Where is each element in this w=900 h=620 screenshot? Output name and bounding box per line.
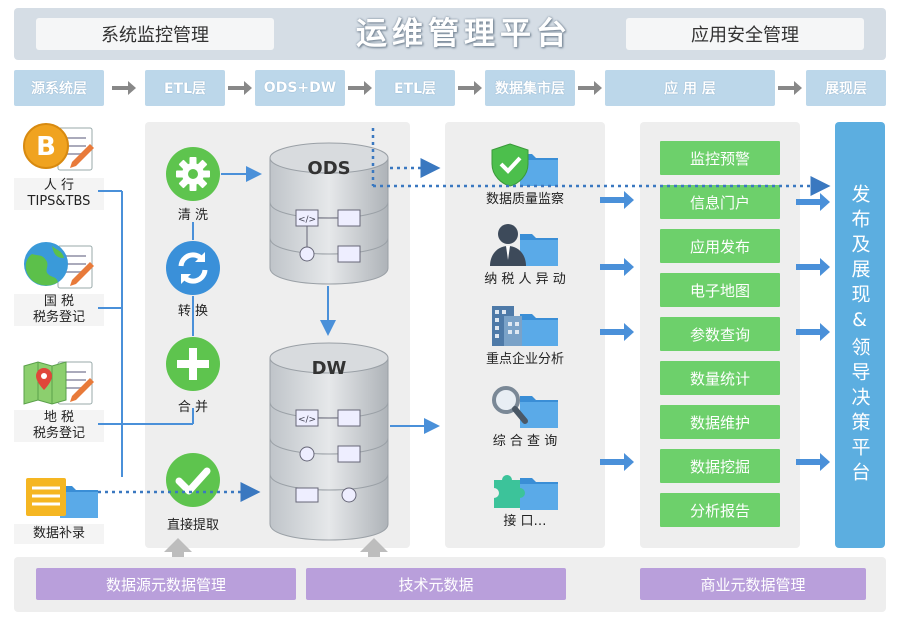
layer-ods-dw: ODS+DW [255, 70, 345, 106]
arrow-right-icon [578, 81, 602, 95]
app-publish-button[interactable]: 应用发布 [660, 229, 780, 263]
layer-source: 源系统层 [14, 70, 104, 106]
app-emap-button[interactable]: 电子地图 [660, 273, 780, 307]
puzzle-folder-icon [494, 475, 558, 510]
svg-text:B: B [36, 132, 56, 162]
source-label-data-entry: 数据补录 [14, 524, 104, 544]
mart-label-interface: 接 口… [503, 514, 547, 529]
source-label-local-tax: 地 税 税务登记 [14, 410, 104, 442]
gear-icon [166, 147, 220, 201]
app-analysis-report-button[interactable]: 分析报告 [660, 493, 780, 527]
dw-database: </> DW [268, 342, 390, 542]
page-title: 运维管理平台 [356, 16, 572, 52]
arrow-right-icon [778, 81, 802, 95]
business-metadata-button[interactable]: 商业元数据管理 [640, 568, 866, 600]
globe-document-icon [24, 242, 94, 289]
layer-application: 应 用 层 [605, 70, 775, 106]
person-folder-icon [490, 224, 558, 266]
dw-label: DW [311, 358, 347, 379]
app-statistics-button[interactable]: 数量统计 [660, 361, 780, 395]
source-sub: 税务登记 [32, 310, 85, 325]
layer-presentation: 展现层 [806, 70, 886, 106]
source-sub: TIPS&TBS [27, 194, 91, 209]
etl-clean-label: 清 洗 [177, 208, 209, 223]
source-label-national-tax: 国 税 税务登记 [14, 294, 104, 326]
source-name: 地 税 [43, 410, 75, 425]
source-name: 人 行 [43, 178, 75, 193]
source-sub: 税务登记 [32, 426, 85, 441]
building-folder-icon [492, 306, 558, 346]
arrow-right-icon [348, 81, 372, 95]
ods-database: </> ODS [268, 142, 390, 286]
source-name: 国 税 [43, 294, 75, 309]
ods-label: ODS [307, 158, 351, 179]
etl-merge-label: 合 并 [177, 400, 209, 415]
mart-label-query: 综 合 查 询 [492, 434, 558, 449]
app-param-query-button[interactable]: 参数查询 [660, 317, 780, 351]
svg-text:</>: </> [298, 415, 316, 425]
source-label-pboc: 人 行 TIPS&TBS [14, 178, 104, 210]
map-document-icon [23, 361, 94, 405]
app-data-maintenance-button[interactable]: 数据维护 [660, 405, 780, 439]
layer-etl-2: ETL层 [375, 70, 455, 106]
arrow-right-icon [458, 81, 482, 95]
etl-extract-label: 直接提取 [166, 518, 219, 533]
mart-label-enterprise: 重点企业分析 [485, 352, 564, 367]
app-info-portal-button[interactable]: 信息门户 [660, 185, 780, 219]
tech-metadata-button[interactable]: 技术元数据 [306, 568, 566, 600]
database-cylinder-icon: </> [269, 142, 389, 285]
list-folder-icon [26, 478, 98, 518]
system-monitor-button[interactable]: 系统监控管理 [36, 18, 274, 50]
arrow-right-icon [228, 81, 252, 95]
mart-label-quality: 数据质量监察 [485, 192, 564, 207]
app-data-mining-button[interactable]: 数据挖掘 [660, 449, 780, 483]
shield-folder-icon [491, 143, 558, 187]
app-monitor-alert-button[interactable]: 监控预警 [660, 141, 780, 175]
app-security-button[interactable]: 应用安全管理 [626, 18, 864, 50]
svg-text:</>: </> [298, 215, 316, 225]
database-cylinder-icon: </> [269, 342, 389, 541]
refresh-icon [166, 241, 220, 295]
plus-icon [166, 337, 220, 391]
arrow-right-icon [112, 81, 136, 95]
bitcoin-document-icon: B [23, 123, 94, 171]
header-bar: 系统监控管理 运维管理平台 应用安全管理 [14, 8, 886, 60]
magnifier-folder-icon [492, 386, 558, 428]
layer-etl-1: ETL层 [145, 70, 225, 106]
source-name: 数据补录 [32, 526, 85, 541]
layer-datamart: 数据集市层 [485, 70, 575, 106]
publish-platform-panel: 发布及展现&领导决策平台 [835, 122, 885, 548]
source-metadata-button[interactable]: 数据源元数据管理 [36, 568, 296, 600]
mart-label-taxpayer: 纳 税 人 异 动 [484, 272, 566, 287]
